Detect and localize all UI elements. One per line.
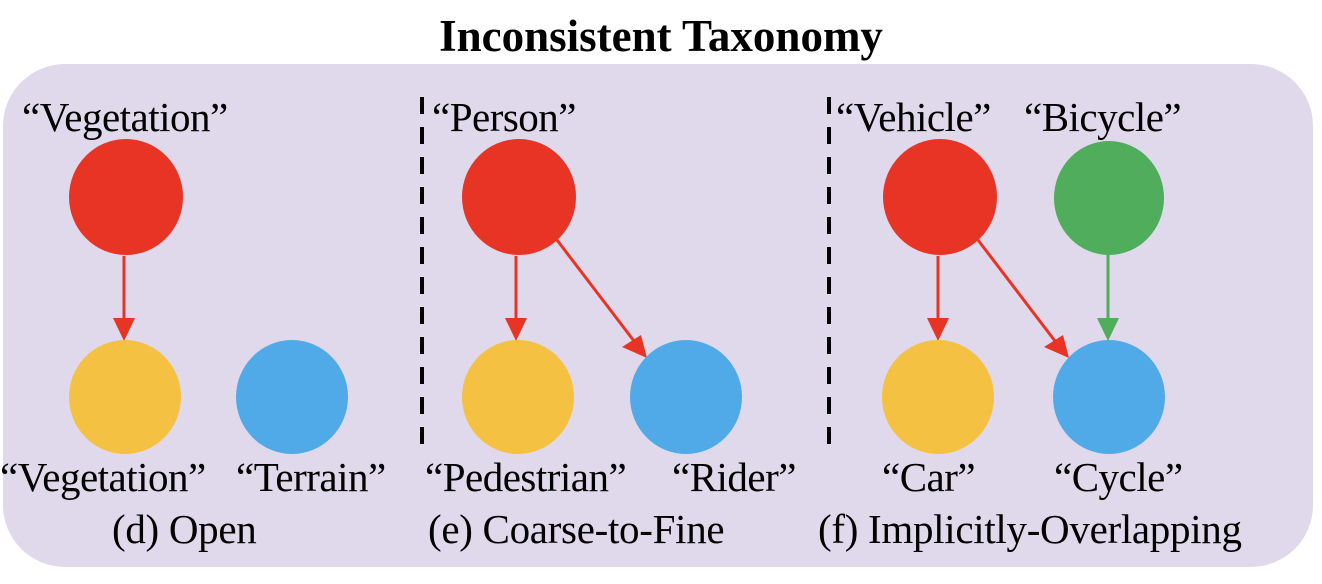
node-vegetation-bottom	[69, 340, 181, 454]
node-person	[462, 139, 576, 255]
node-car	[882, 340, 994, 454]
label-vegetation-top: “Vegetation”	[22, 94, 228, 140]
node-terrain	[236, 340, 348, 454]
node-vehicle	[883, 139, 997, 255]
node-vegetation-top	[69, 139, 183, 255]
caption-implicitly-overlapping: (f) Implicitly-Overlapping	[818, 506, 1242, 552]
label-car: “Car”	[882, 454, 976, 500]
node-pedestrian	[462, 340, 574, 454]
label-cycle: “Cycle”	[1054, 454, 1183, 500]
label-vehicle: “Vehicle”	[836, 94, 991, 140]
label-rider: “Rider”	[672, 454, 796, 500]
edge-vehicle-cycle	[976, 239, 1057, 342]
caption-coarse-to-fine: (e) Coarse-to-Fine	[428, 506, 725, 552]
arrowhead-icon	[113, 318, 135, 341]
label-terrain: “Terrain”	[236, 454, 386, 500]
label-vegetation-bottom: “Vegetation”	[0, 454, 206, 500]
label-bicycle: “Bicycle”	[1024, 94, 1182, 140]
node-bicycle	[1054, 141, 1164, 255]
label-pedestrian: “Pedestrian”	[425, 454, 627, 500]
edge-person-rider	[555, 239, 636, 342]
node-cycle	[1053, 340, 1165, 454]
label-person: “Person”	[432, 94, 577, 140]
node-rider	[630, 340, 742, 454]
caption-open: (d) Open	[112, 506, 257, 552]
figure-title: Inconsistent Taxonomy	[439, 11, 883, 61]
